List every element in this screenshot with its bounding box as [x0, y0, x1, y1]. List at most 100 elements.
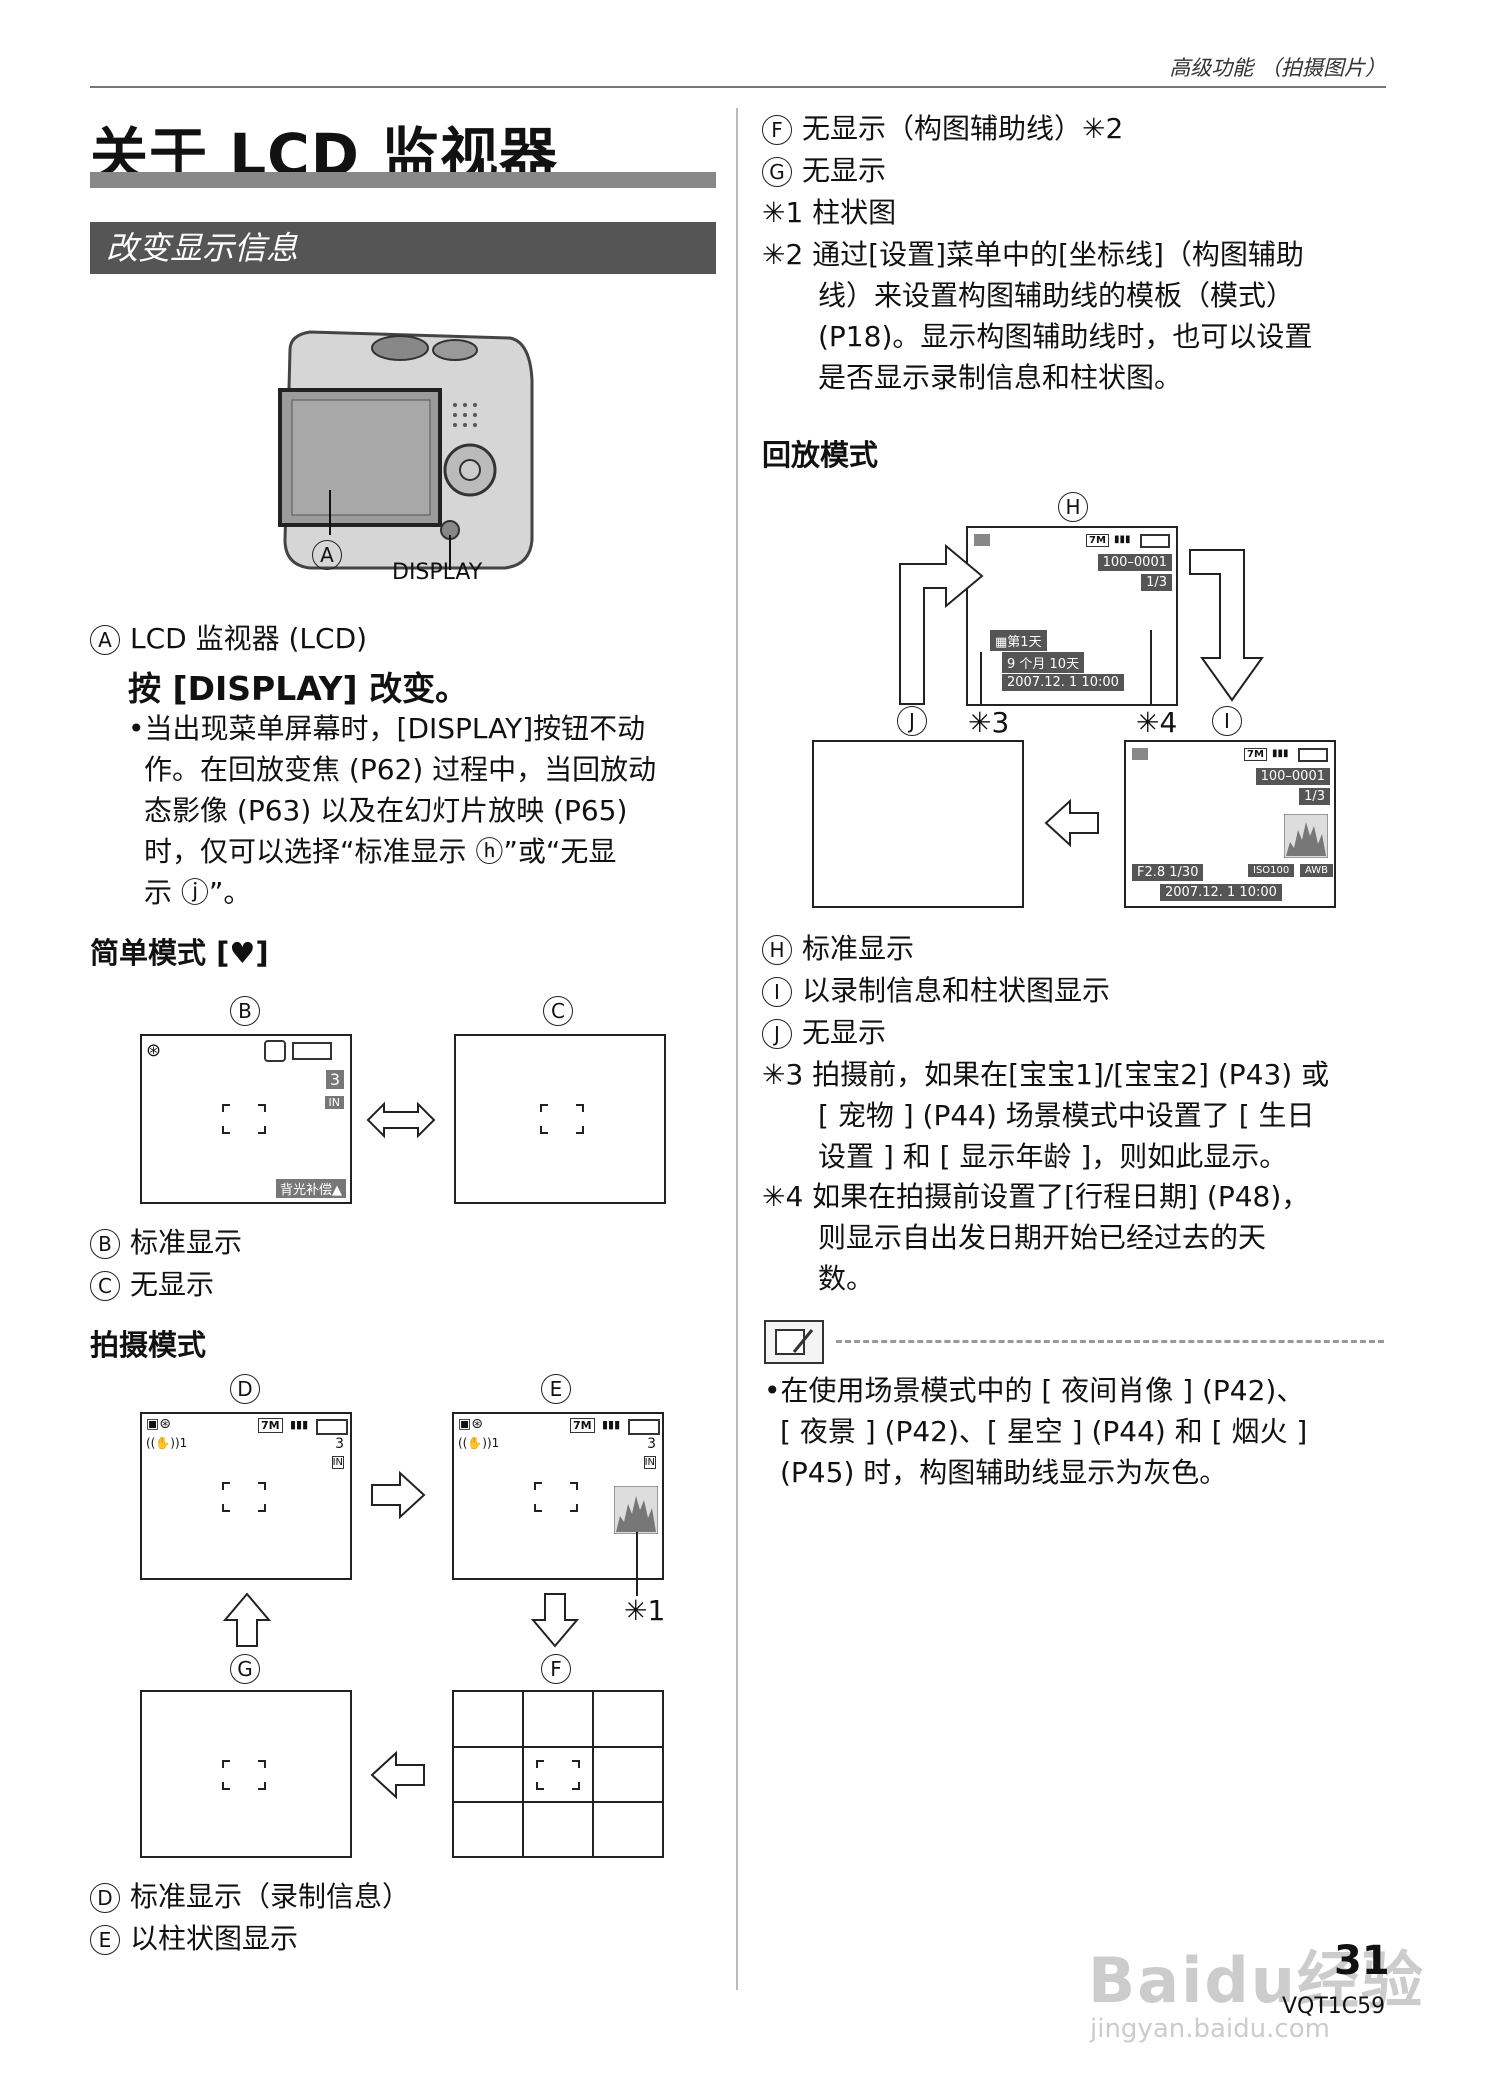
arrow-right-icon	[370, 1470, 426, 1524]
camera-icon	[278, 330, 534, 570]
label-i: I	[1212, 706, 1242, 736]
camera-illustration	[270, 320, 540, 580]
display-button-label: DISPLAY	[392, 560, 483, 585]
note-line: ✳2 通过[设置]菜单中的[坐标线]（构图辅助	[762, 238, 1304, 271]
quality-icon: ▮▮▮	[602, 1418, 621, 1431]
iso-label: ISO100	[1248, 864, 1295, 877]
file-number: 100–0001	[1097, 554, 1172, 571]
doc-code: VQT1C59	[1282, 1994, 1386, 2019]
arrow-down-icon	[530, 1592, 580, 1652]
histogram-pointer	[636, 1532, 638, 1596]
day-label: ▦第1天	[990, 630, 1047, 651]
note-line: (P45) 时，构图辅助线显示为灰色。	[780, 1456, 1228, 1489]
shot-count: 3	[325, 1070, 344, 1089]
battery-icon	[292, 1042, 332, 1060]
note-body: •在使用场景模式中的 [ 夜间肖像 ] (P42)、 [ 夜景 ] (P42)、…	[764, 1370, 1307, 1493]
rec-screen-f	[452, 1690, 664, 1858]
label-e2: E	[90, 1925, 120, 1955]
pointer-star3	[980, 652, 982, 704]
star3-label: ✳3	[968, 706, 1010, 739]
i-text: 以录制信息和柱状图显示	[802, 974, 1111, 1007]
label-b2: B	[90, 1229, 120, 1259]
note-line: ✳3 拍摄前，如果在[宝宝1]/[宝宝2] (P43) 或	[762, 1058, 1330, 1091]
grid-line	[454, 1746, 662, 1748]
label-h2: H	[762, 935, 792, 965]
battery-icon	[628, 1419, 660, 1435]
simple-screen-b: ⊛ 3 IN 背光补偿▲	[140, 1034, 352, 1204]
label-d: D	[230, 1374, 260, 1404]
histogram-icon	[1284, 814, 1328, 858]
frame-count: 1/3	[1299, 788, 1330, 805]
note-1: ✳1 柱状图	[762, 196, 897, 229]
bullet-line: 时，仅可以选择“标准显示 ⓗ”或“无显	[144, 835, 617, 868]
heart-icon: ♥	[229, 936, 256, 970]
quality-icon: ▮▮▮	[1272, 748, 1289, 759]
f-description: F 无显示（构图辅助线）✳2	[762, 108, 1123, 149]
note-2: ✳2 通过[设置]菜单中的[坐标线]（构图辅助 线）来设置构图辅助线的模板（模式…	[762, 234, 1312, 398]
f-text: 无显示（构图辅助线）✳2	[802, 112, 1124, 145]
note-line: 设置 ] 和 [ 显示年龄 ]，则如此显示。	[818, 1140, 1288, 1173]
age-label: 9 个月 10天	[1002, 652, 1085, 673]
af-frame	[534, 1482, 578, 1512]
g-text: 无显示	[802, 154, 887, 187]
wb-label: AWB	[1300, 864, 1334, 877]
mode-icon	[264, 1040, 286, 1062]
day-text: 第1天	[1007, 635, 1042, 650]
date-label: 2007.12. 1 10:00	[1002, 674, 1124, 691]
label-f2: F	[762, 115, 792, 145]
battery-icon	[316, 1419, 348, 1435]
rec-mode-heading: 拍摄模式	[90, 1328, 207, 1362]
af-frame	[536, 1760, 580, 1790]
af-frame	[222, 1104, 266, 1134]
label-j: J	[897, 706, 927, 736]
camera-flash-icon: ▣⊛	[458, 1416, 483, 1432]
arrow-right-down-icon	[1188, 548, 1268, 708]
date-label: 2007.12. 1 10:00	[1160, 884, 1282, 901]
play-mode-heading: 回放模式	[762, 438, 879, 472]
note-line: 是否显示录制信息和柱状图。	[818, 361, 1183, 394]
flash-icon: ⊛	[146, 1040, 162, 1061]
rec-screen-e: ▣⊛ ((✋))1 7M ▮▮▮ 3 IN	[452, 1412, 664, 1580]
star4-label: ✳4	[1136, 706, 1178, 739]
grid-line	[592, 1692, 594, 1856]
shot-count: 3	[647, 1436, 656, 1452]
label-d2: D	[90, 1883, 120, 1913]
arrow-up-icon	[222, 1592, 272, 1652]
breadcrumb: 高级功能 （拍摄图片）	[1169, 56, 1386, 80]
label-c: C	[543, 996, 573, 1026]
label-g2: G	[762, 157, 792, 187]
play-icon	[974, 534, 990, 546]
grid-line	[454, 1801, 662, 1803]
size-label: 7M	[570, 1418, 595, 1433]
h-text: 标准显示	[802, 932, 915, 965]
suitcase-icon: ▦	[995, 635, 1008, 650]
simple-mode-bracket: ]	[255, 936, 269, 970]
af-frame	[222, 1482, 266, 1512]
note-3: ✳3 拍摄前，如果在[宝宝1]/[宝宝2] (P43) 或 [ 宠物 ] (P4…	[762, 1054, 1329, 1177]
size-label: 7M	[1086, 534, 1109, 547]
size-label: 7M	[258, 1418, 283, 1433]
simple-mode-text: 简单模式 [	[90, 936, 230, 970]
af-frame	[540, 1104, 584, 1134]
pointer-star4	[1150, 630, 1152, 704]
j-text: 无显示	[802, 1016, 887, 1049]
label-e: E	[541, 1374, 571, 1404]
simple-mode-heading: 简单模式 [♥]	[90, 930, 269, 972]
note-line: [ 宠物 ] (P44) 场景模式中设置了 [ 生日	[818, 1099, 1315, 1132]
note-line: 线）来设置构图辅助线的模板（模式）	[818, 279, 1295, 312]
note-line: •在使用场景模式中的 [ 夜间肖像 ] (P42)、	[764, 1374, 1305, 1407]
camera-label-a: A	[312, 540, 352, 570]
label-c2: C	[90, 1271, 120, 1301]
g-description: G 无显示	[762, 150, 886, 191]
rec-screen-d: ▣⊛ ((✋))1 7M ▮▮▮ 3 IN	[140, 1412, 352, 1580]
label-f: F	[541, 1654, 571, 1684]
bullet-line: 作。在回放变焦 (P62) 过程中，当回放动	[144, 753, 657, 786]
frame-count: 1/3	[1141, 574, 1172, 591]
